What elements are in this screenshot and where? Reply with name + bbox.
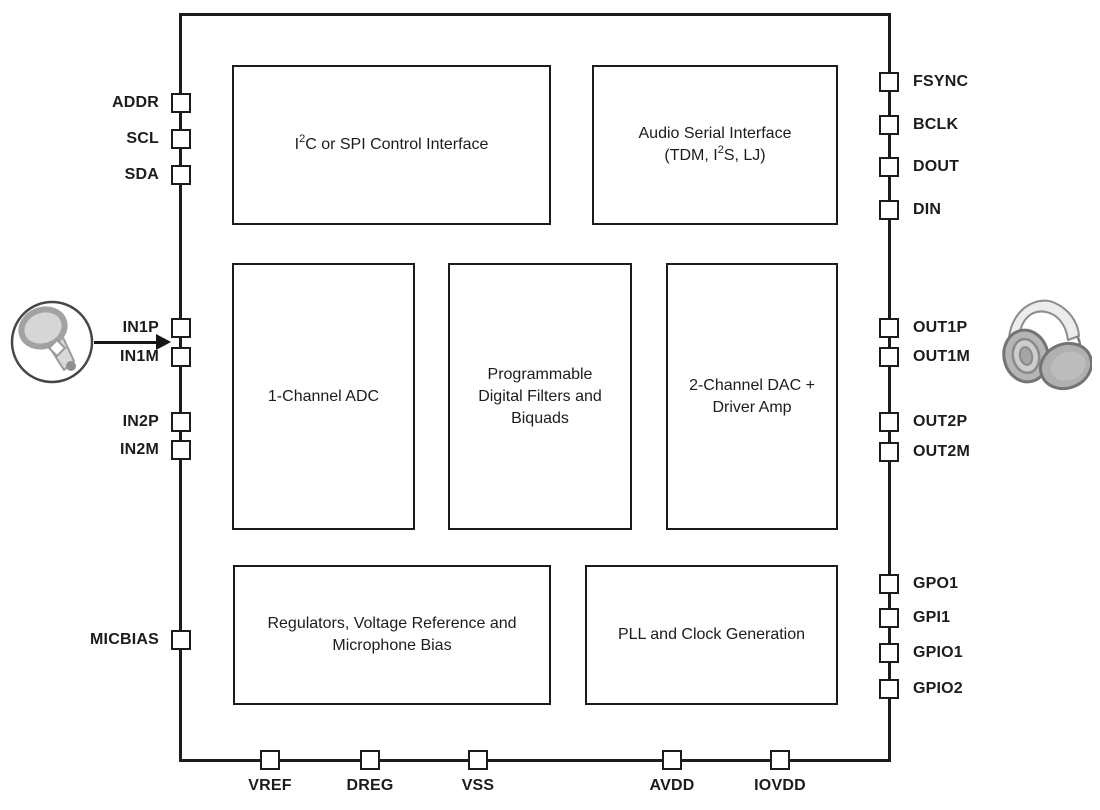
pin-square bbox=[468, 750, 488, 770]
pin-square bbox=[879, 115, 899, 135]
pin-square bbox=[662, 750, 682, 770]
pin-in2p: IN2P bbox=[40, 412, 191, 432]
pin-label: BCLK bbox=[913, 116, 959, 133]
headband bbox=[1008, 299, 1080, 341]
block-audio-serial-interface: Audio Serial Interface(TDM, I2S, LJ) bbox=[592, 65, 838, 225]
pin-square bbox=[879, 442, 899, 462]
pin-square bbox=[171, 165, 191, 185]
microphone-icon bbox=[10, 300, 94, 384]
pin-label: OUT1M bbox=[913, 348, 970, 365]
pin-vref: VREF bbox=[230, 750, 310, 796]
pin-label: OUT2P bbox=[913, 413, 968, 430]
block-label: PLL and Clock Generation bbox=[617, 626, 806, 643]
pin-dreg: DREG bbox=[330, 750, 410, 796]
pin-square bbox=[171, 129, 191, 149]
pin-square bbox=[171, 440, 191, 460]
pin-gpi1: GPI1 bbox=[879, 608, 1099, 628]
pin-label: DOUT bbox=[913, 158, 960, 175]
pin-square bbox=[360, 750, 380, 770]
pin-label: GPIO1 bbox=[913, 644, 963, 661]
pin-iovdd: IOVDD bbox=[740, 750, 820, 796]
right-ear-cup bbox=[1039, 341, 1092, 391]
pin-square bbox=[879, 412, 899, 432]
pin-fsync: FSYNC bbox=[879, 72, 1099, 92]
pin-gpio1: GPIO1 bbox=[879, 643, 1099, 663]
pin-in1p: IN1P bbox=[40, 318, 191, 338]
mic-tip bbox=[66, 361, 76, 371]
pin-label: IOVDD bbox=[754, 777, 806, 794]
pin-in2m: IN2M bbox=[40, 440, 191, 460]
pin-label: OUT2M bbox=[913, 443, 970, 460]
pin-out2p: OUT2P bbox=[879, 412, 1099, 432]
pin-label: DREG bbox=[346, 777, 394, 794]
pin-gpo1: GPO1 bbox=[879, 574, 1099, 594]
pin-din: DIN bbox=[879, 200, 1099, 220]
pin-scl: SCL bbox=[40, 129, 191, 149]
pin-out1m: OUT1M bbox=[879, 347, 1099, 367]
pin-square bbox=[879, 347, 899, 367]
pin-label: IN2P bbox=[122, 413, 159, 430]
pin-bclk: BCLK bbox=[879, 115, 1099, 135]
pin-out1p: OUT1P bbox=[879, 318, 1099, 338]
block-2-channel-dac-driver-amp: 2-Channel DAC +Driver Amp bbox=[666, 263, 838, 530]
pin-square bbox=[879, 318, 899, 338]
pin-square bbox=[171, 318, 191, 338]
block-i2c-spi-control-interface: I2C or SPI Control Interface bbox=[232, 65, 551, 225]
pin-square bbox=[879, 574, 899, 594]
pin-label: IN1M bbox=[119, 348, 159, 365]
pin-label: VREF bbox=[248, 777, 292, 794]
pin-square bbox=[260, 750, 280, 770]
pin-square bbox=[171, 347, 191, 367]
pin-label: FSYNC bbox=[913, 73, 969, 90]
pin-avdd: AVDD bbox=[632, 750, 712, 796]
mic-diamond bbox=[47, 338, 67, 358]
pin-sda: SDA bbox=[40, 165, 191, 185]
pin-out2m: OUT2M bbox=[879, 442, 1099, 462]
pin-label: MICBIAS bbox=[90, 631, 159, 648]
pin-vss: VSS bbox=[438, 750, 518, 796]
pin-square bbox=[879, 643, 899, 663]
pin-square bbox=[879, 679, 899, 699]
pin-square bbox=[879, 72, 899, 92]
pin-dout: DOUT bbox=[879, 157, 1099, 177]
pin-label: IN2M bbox=[119, 441, 159, 458]
pin-square bbox=[171, 630, 191, 650]
pin-label: GPO1 bbox=[913, 575, 959, 592]
mic-arrow-line bbox=[94, 341, 156, 344]
pin-square bbox=[879, 157, 899, 177]
pin-in1m: IN1M bbox=[40, 347, 191, 367]
pin-label: OUT1P bbox=[913, 319, 968, 336]
block-pll-clock-generation: PLL and Clock Generation bbox=[585, 565, 838, 705]
block-label: I2C or SPI Control Interface bbox=[294, 132, 489, 153]
headphones-icon bbox=[1002, 299, 1092, 391]
pin-square bbox=[879, 200, 899, 220]
pin-label: ADDR bbox=[111, 94, 159, 111]
pin-label: GPI1 bbox=[913, 609, 951, 626]
pin-addr: ADDR bbox=[40, 93, 191, 113]
pin-label: SCL bbox=[126, 130, 159, 147]
left-ear-cup bbox=[1002, 328, 1050, 384]
block-label: Audio Serial Interface(TDM, I2S, LJ) bbox=[638, 125, 792, 164]
pin-label: VSS bbox=[461, 777, 495, 794]
block-label: 2-Channel DAC +Driver Amp bbox=[689, 376, 815, 416]
pin-label: IN1P bbox=[122, 319, 159, 336]
block-1-channel-adc: 1-Channel ADC bbox=[232, 263, 415, 530]
pin-label: DIN bbox=[913, 201, 942, 218]
pin-micbias: MICBIAS bbox=[40, 630, 191, 650]
pin-label: SDA bbox=[124, 166, 159, 183]
pin-square bbox=[770, 750, 790, 770]
pin-square bbox=[171, 412, 191, 432]
pin-square bbox=[171, 93, 191, 113]
mic-head bbox=[18, 306, 68, 350]
block-label: 1-Channel ADC bbox=[267, 387, 380, 405]
pin-square bbox=[879, 608, 899, 628]
pin-label: GPIO2 bbox=[913, 680, 963, 697]
mic-arrow-head-icon bbox=[156, 334, 171, 350]
pin-label: AVDD bbox=[649, 777, 695, 794]
pin-gpio2: GPIO2 bbox=[879, 679, 1099, 699]
